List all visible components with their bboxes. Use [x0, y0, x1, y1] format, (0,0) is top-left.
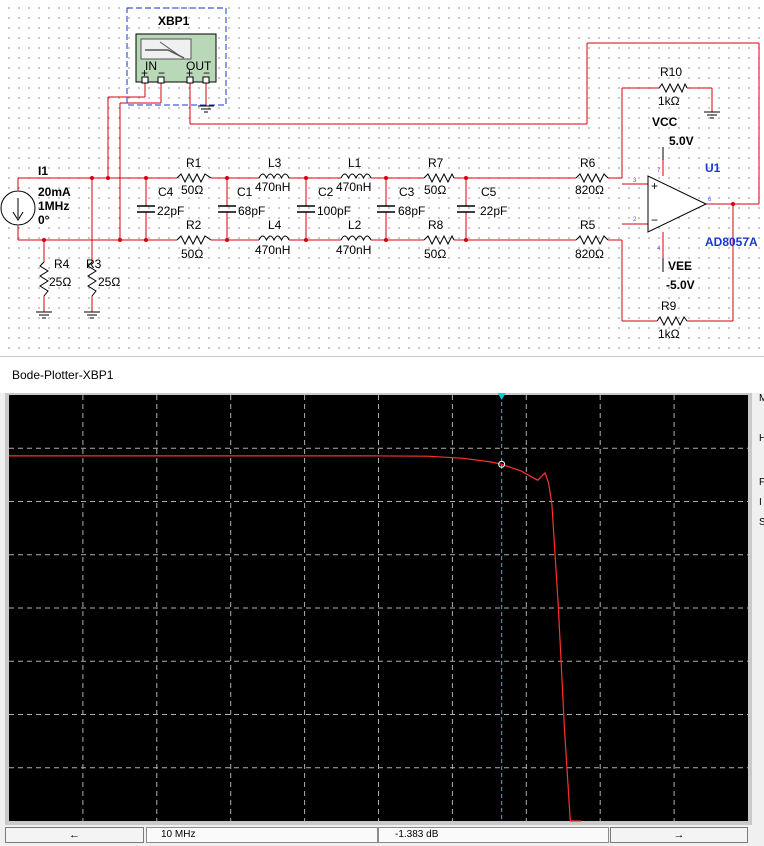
bode-window-titlebar[interactable]: Bode-Plotter-XBP1 — [0, 357, 764, 393]
bode-plot — [9, 393, 748, 822]
c1-value: 68pF — [238, 204, 265, 218]
cursor-right-button[interactable]: → — [610, 827, 748, 843]
c5-value: 22pF — [480, 204, 507, 218]
cursor-left-button[interactable]: ← — [5, 827, 144, 843]
vcc-value: 5.0V — [669, 134, 694, 148]
l1-name: L1 — [348, 156, 362, 170]
instrument-out-plus: + — [186, 66, 193, 80]
r4-value: 25Ω — [49, 275, 71, 289]
c4-value: 22pF — [157, 204, 184, 218]
inductor-symbols — [258, 173, 372, 242]
r3-value: 25Ω — [98, 275, 120, 289]
magnitude-trace — [9, 455, 581, 822]
opamp-pin-minus: 2 — [633, 217, 637, 223]
r6-value: 820Ω — [575, 183, 604, 197]
schematic-drawing: XBP1 IN OUT + − + − I1 20mA 1MHz 0° R1 5… — [0, 7, 760, 341]
c5-name: C5 — [481, 185, 497, 199]
bode-window-title: Bode-Plotter-XBP1 — [12, 368, 114, 382]
c1-name: C1 — [237, 185, 253, 199]
r8-name: R8 — [428, 218, 444, 232]
vcc-label: VCC — [652, 115, 678, 129]
r8-value: 50Ω — [424, 247, 446, 261]
capacitor-plates — [137, 205, 475, 213]
opamp-pin-vcc: 7 — [657, 168, 661, 174]
c3-value: 68pF — [398, 204, 425, 218]
source-current: 20mA — [38, 185, 71, 199]
opamp-part: AD8057A — [705, 235, 758, 249]
panel-letter-i: I — [759, 497, 762, 508]
r2-name: R2 — [186, 218, 202, 232]
l3-name: L3 — [268, 156, 282, 170]
r1-value: 50Ω — [181, 183, 203, 197]
bode-instrument-symbol[interactable] — [126, 7, 227, 106]
source-name: I1 — [38, 164, 48, 178]
l4-value: 470nH — [255, 243, 290, 257]
resistor-symbols — [39, 82, 688, 327]
c4-name: C4 — [158, 185, 174, 199]
bode-settings-panel: M H F I S — [752, 393, 764, 846]
schematic-canvas[interactable]: XBP1 IN OUT + − + − I1 20mA 1MHz 0° R1 5… — [0, 0, 764, 356]
vee-value: -5.0V — [666, 278, 695, 292]
panel-letter-s: S — [759, 517, 764, 528]
opamp-pin-vee: 4 — [657, 246, 661, 252]
r5-name: R5 — [580, 218, 596, 232]
instrument-out-label: OUT — [186, 59, 212, 73]
cursor-handle[interactable] — [497, 393, 506, 400]
cursor-frequency-readout: 10 MHz — [146, 827, 378, 843]
r1-name: R1 — [186, 156, 202, 170]
ground-symbols — [36, 82, 720, 319]
plot-grid — [9, 395, 748, 821]
c2-name: C2 — [318, 185, 334, 199]
panel-letter-m: M — [759, 393, 764, 404]
opamp-pin-plus: 3 — [633, 178, 637, 184]
r9-name: R9 — [661, 299, 677, 313]
r4-name: R4 — [54, 257, 70, 271]
opamp-minus-sign: − — [651, 213, 658, 227]
l1-value: 470nH — [336, 180, 371, 194]
instrument-out-minus: − — [203, 66, 210, 80]
c3-name: C3 — [399, 185, 415, 199]
l2-value: 470nH — [336, 243, 371, 257]
opamp-symbol — [647, 147, 708, 272]
cursor-magnitude-readout: -1.383 dB — [378, 827, 609, 843]
r7-name: R7 — [428, 156, 444, 170]
l3-value: 470nH — [255, 180, 290, 194]
c2-value: 100pF — [317, 204, 351, 218]
opamp-plus-sign: + — [651, 179, 658, 193]
r3-name: R3 — [86, 257, 102, 271]
source-phase: 0° — [38, 213, 50, 227]
bode-plot-area[interactable] — [5, 393, 752, 825]
r10-value: 1kΩ — [658, 94, 680, 108]
instrument-name: XBP1 — [158, 14, 190, 28]
l2-name: L2 — [348, 218, 362, 232]
r10-name: R10 — [660, 65, 682, 79]
junction-dots — [42, 176, 735, 242]
r2-value: 50Ω — [181, 247, 203, 261]
r5-value: 820Ω — [575, 247, 604, 261]
instrument-in-plus: + — [141, 66, 148, 80]
opamp-name: U1 — [705, 161, 721, 175]
r9-value: 1kΩ — [658, 327, 680, 341]
vee-label: VEE — [668, 259, 692, 273]
bode-statusbar: ← 10 MHz -1.383 dB → — [0, 825, 764, 846]
opamp-pin-out: 6 — [708, 197, 712, 203]
r7-value: 50Ω — [424, 183, 446, 197]
l4-name: L4 — [268, 218, 282, 232]
instrument-in-minus: − — [158, 66, 165, 80]
bode-plotter-window[interactable]: Bode-Plotter-XBP1 M H F I S ← 10 MHz -1.… — [0, 356, 764, 846]
instrument-in-label: IN — [145, 59, 157, 73]
current-source-symbol — [0, 190, 36, 226]
cursor-marker — [498, 460, 506, 468]
panel-letter-f: F — [759, 477, 764, 488]
panel-letter-h: H — [759, 433, 764, 444]
r6-name: R6 — [580, 156, 596, 170]
source-frequency: 1MHz — [38, 199, 69, 213]
